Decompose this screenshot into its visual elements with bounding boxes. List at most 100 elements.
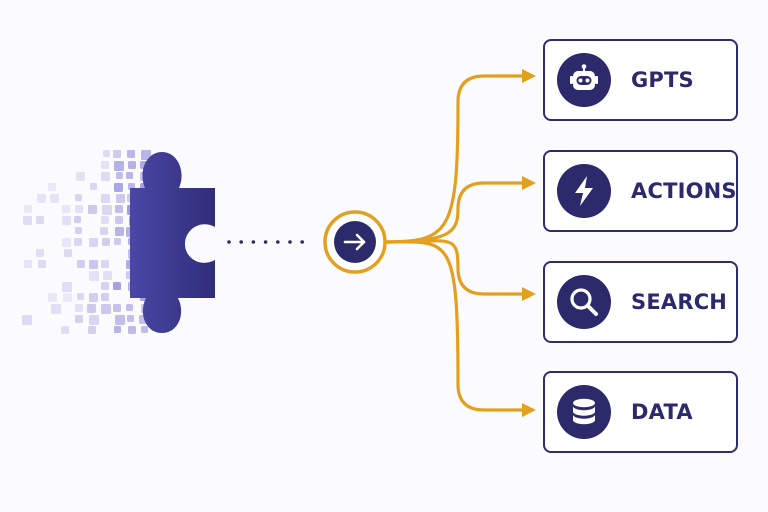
pixel-square [101, 282, 109, 290]
pixel-square [101, 260, 109, 268]
pixel-square [77, 293, 84, 300]
pixel-square [101, 216, 109, 224]
connector-dot [288, 240, 292, 244]
connector-dot [276, 240, 280, 244]
pixel-square [113, 150, 121, 158]
branch-arrowhead [522, 176, 536, 190]
branch-line-gpts [383, 74, 526, 244]
connector-dot [227, 240, 231, 244]
pixel-square [141, 150, 151, 160]
pixel-square [62, 282, 72, 292]
pixel-square [75, 315, 83, 323]
pixel-square [48, 293, 57, 302]
pixel-square [24, 205, 32, 213]
connector-dot [251, 240, 256, 244]
pixel-square [101, 293, 109, 301]
lightning-icon [557, 164, 611, 218]
pixel-square [101, 172, 110, 181]
connector-dot [300, 240, 305, 244]
pixel-square [50, 194, 59, 203]
pixel-square [114, 326, 121, 333]
pixel-square [114, 183, 123, 192]
pixel-square [127, 315, 134, 322]
pixel-square [89, 238, 98, 247]
pixel-square [89, 315, 99, 325]
database-icon [557, 385, 611, 439]
branch-line-search [383, 239, 526, 296]
pixel-square [74, 238, 82, 246]
pixel-square [101, 304, 111, 314]
hub-node [323, 210, 387, 274]
pixel-square [103, 150, 110, 157]
pixel-square [100, 227, 108, 235]
pixel-square [90, 183, 97, 190]
pixel-square [128, 161, 136, 169]
pixel-square [87, 304, 96, 313]
pixel-square [128, 326, 136, 334]
pixel-square [62, 216, 71, 225]
pixel-square [101, 194, 110, 203]
target-label-actions: ACTIONS [631, 179, 737, 203]
target-label-search: SEARCH [631, 290, 728, 314]
pixel-square [75, 205, 83, 213]
pixel-square [126, 172, 133, 179]
branch-arrowhead [522, 69, 536, 83]
target-card-search: SEARCH [543, 261, 738, 343]
pixel-square [88, 205, 97, 214]
pixel-square [114, 238, 121, 245]
pixel-square [127, 150, 135, 158]
connector-dot [263, 240, 268, 244]
pixel-square [116, 194, 125, 203]
branch-connectors [383, 69, 536, 417]
pixel-square [75, 304, 83, 312]
pixel-square [113, 282, 121, 290]
pixel-square [24, 260, 32, 268]
pixel-square [23, 216, 32, 225]
puzzle-piece-icon [130, 152, 215, 333]
pixel-square [63, 293, 72, 302]
pixel-square [75, 194, 82, 201]
pixel-square [126, 304, 133, 311]
branch-arrowhead [522, 403, 536, 417]
pixel-square [64, 249, 72, 257]
pixel-square [74, 216, 81, 223]
pixel-square [115, 216, 123, 224]
target-label-data: DATA [631, 400, 693, 424]
pixel-square [48, 183, 56, 191]
pixel-square [51, 304, 61, 314]
pixel-square [115, 315, 125, 325]
pixel-square [77, 260, 85, 268]
target-card-data: DATA [543, 371, 738, 453]
pixel-square [76, 172, 85, 181]
pixel-square [75, 227, 82, 234]
pixel-square [88, 326, 96, 334]
search-icon [557, 275, 611, 329]
pixel-square [114, 161, 124, 171]
robot-icon [557, 53, 611, 107]
pixel-square [62, 205, 70, 213]
pixel-square [61, 326, 69, 334]
pixel-square [101, 161, 109, 169]
pixel-square [36, 216, 44, 224]
pixel-square [116, 172, 123, 179]
pixel-square [37, 194, 46, 203]
pixel-square [102, 205, 112, 215]
branch-line-data [383, 240, 526, 412]
pixel-square [141, 326, 148, 333]
pixel-square [115, 205, 123, 213]
pixel-square [102, 238, 110, 246]
pixel-square [89, 293, 98, 302]
target-card-gpts: GPTS [543, 39, 738, 121]
target-label-gpts: GPTS [631, 68, 694, 92]
branch-arrowhead [522, 287, 536, 301]
pixel-square [62, 238, 71, 247]
pixel-square [36, 249, 44, 257]
pixel-square [89, 271, 99, 281]
target-card-actions: ACTIONS [543, 150, 738, 232]
dotted-connector [227, 240, 305, 244]
pixel-square [103, 271, 112, 280]
pixel-square [38, 260, 46, 268]
pixel-square [113, 304, 121, 312]
